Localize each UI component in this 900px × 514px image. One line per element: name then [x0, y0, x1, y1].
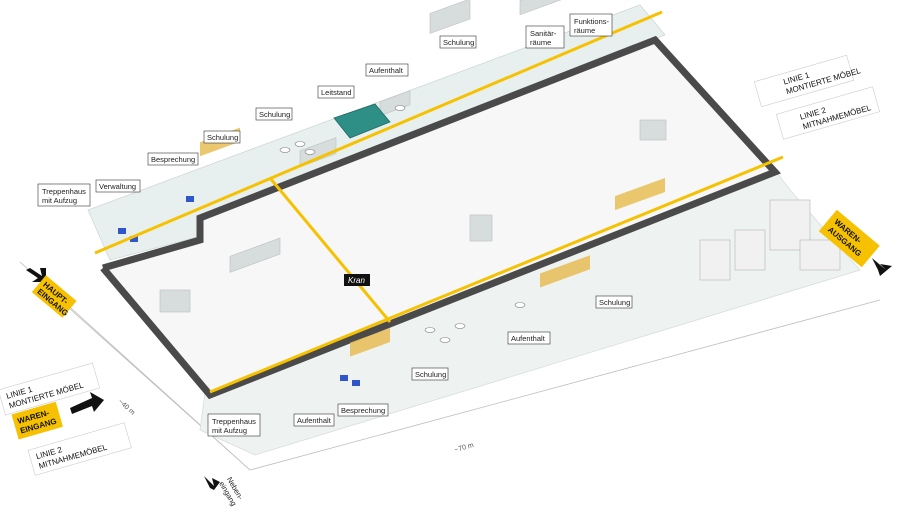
goods-exit: WAREN- AUSGANG	[818, 209, 892, 276]
upper-sanitaer-line1: Sanitär-	[530, 29, 557, 38]
warehouse-shelves	[699, 199, 841, 281]
lower-schulung-2: Schulung	[599, 298, 630, 307]
lower-schulung-1: Schulung	[415, 370, 446, 379]
office-desks	[118, 196, 360, 386]
upper-schulung-1: Schulung	[207, 133, 238, 142]
side-entrance-arrow-icon	[204, 476, 220, 490]
machinery	[159, 0, 667, 313]
upper-funktion-line1: Funktions-	[574, 17, 610, 26]
upper-leitstand: Leitstand	[321, 88, 351, 97]
upper-room-labels: Treppenhaus mit Aufzug Verwaltung Bespre…	[37, 13, 613, 207]
lower-treppenhaus-line1: Treppenhaus	[212, 417, 256, 426]
lower-room-labels: Treppenhaus mit Aufzug Aufenthalt Bespre…	[207, 295, 633, 437]
upper-besprechung: Besprechung	[151, 155, 195, 164]
upper-verwaltung: Verwaltung	[99, 182, 136, 191]
goods-entrance-arrow-icon	[70, 392, 104, 414]
upper-funktion-line2: räume	[574, 26, 595, 35]
upper-sanitaer-line2: räume	[530, 38, 551, 47]
hall-floor	[103, 40, 775, 392]
side-entrance: Neben- eingang	[204, 475, 245, 508]
width-dimension: ~40 m	[117, 398, 136, 416]
length-dimension: ~70 m	[454, 442, 475, 454]
main-entrance: HAUPT- EINGANG	[26, 268, 77, 318]
left-line-signs: LINIE 1 MONTIERTE MÖBEL WAREN- EINGANG L…	[0, 362, 132, 476]
leitstand-room	[333, 103, 391, 139]
lower-aufenthalt-2: Aufenthalt	[511, 334, 546, 343]
upper-aufenthalt: Aufenthalt	[369, 66, 404, 75]
kran-label: Kran	[344, 274, 370, 286]
hall-wall	[100, 35, 781, 400]
kran-text: Kran	[348, 276, 365, 285]
upper-schulung-2: Schulung	[259, 110, 290, 119]
upper-schulung-3: Schulung	[443, 38, 474, 47]
main-entrance-arrow-icon	[26, 268, 46, 282]
lower-besprechung: Besprechung	[341, 406, 385, 415]
right-line-signs: LINIE 1 MONTIERTE MÖBEL LINIE 2 MITNAHME…	[753, 54, 881, 140]
goods-exit-arrow-icon	[872, 258, 892, 276]
upper-treppenhaus-line1: Treppenhaus	[42, 187, 86, 196]
upper-treppenhaus-line2: mit Aufzug	[42, 196, 77, 205]
conveyor-lines	[94, 10, 784, 394]
lower-treppenhaus-line2: mit Aufzug	[212, 426, 247, 435]
lower-aufenthalt-1: Aufenthalt	[297, 416, 332, 425]
round-tables	[279, 105, 526, 343]
